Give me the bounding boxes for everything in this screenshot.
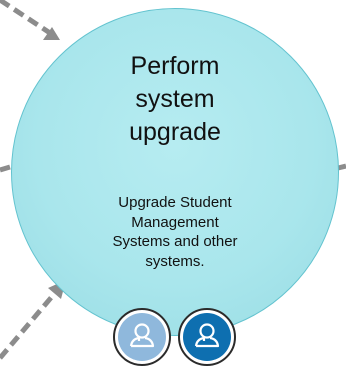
incoming-connector-left	[0, 164, 11, 173]
user-icon	[183, 313, 231, 361]
outgoing-connector-right	[337, 163, 346, 171]
assignee-avatar-2[interactable]	[178, 308, 236, 366]
process-node[interactable]	[11, 8, 339, 336]
incoming-connector-top-left	[0, 0, 60, 40]
node-description: Upgrade Student Management Systems and o…	[112, 194, 238, 270]
node-title: Perform system upgrade	[129, 52, 221, 146]
incoming-connector-bottom-left	[0, 280, 66, 360]
user-icon	[118, 313, 166, 361]
assignee-avatar-1[interactable]	[113, 308, 171, 366]
